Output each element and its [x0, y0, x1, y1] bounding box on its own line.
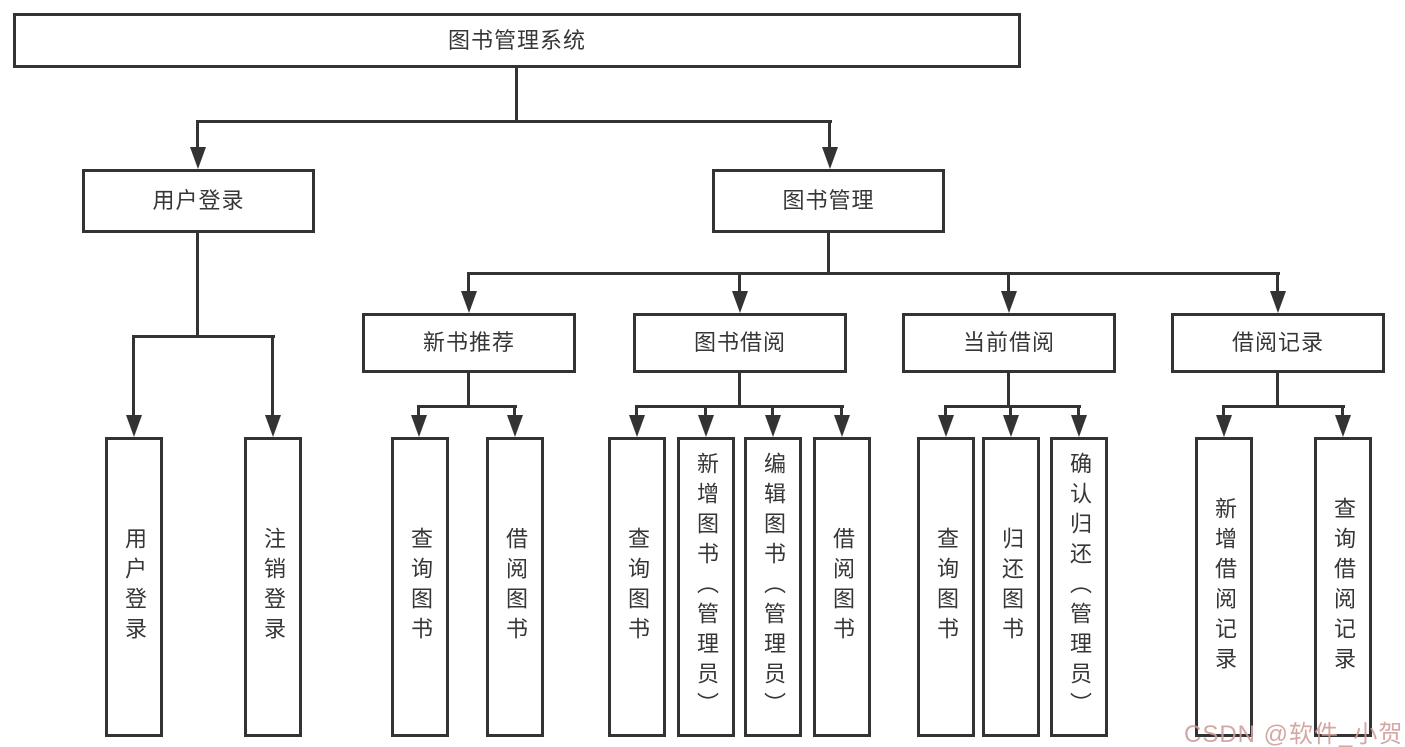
node-label: 借阅图书: [503, 527, 528, 647]
node-leaf-edit-books-admin: 编辑图书（管理员）: [744, 437, 802, 737]
arrowhead-icon: [1335, 415, 1351, 437]
connector-line: [515, 68, 518, 123]
connector-line: [1077, 405, 1080, 419]
node-label: 确认归还（管理员）: [1067, 452, 1092, 722]
node-leaf-logout: 注销登录: [244, 437, 302, 737]
node-label: 新书推荐: [422, 330, 515, 355]
arrowhead-icon: [1071, 415, 1087, 437]
connector-line: [1276, 373, 1279, 408]
arrowhead-icon: [1216, 415, 1232, 437]
node-label: 图书管理: [782, 188, 875, 213]
node-borrowing-records: 借阅记录: [1171, 313, 1385, 373]
node-label: 归还图书: [999, 527, 1024, 647]
arrowhead-icon: [834, 415, 850, 437]
node-label: 用户登录: [122, 527, 147, 647]
node-leaf-query-borrow-record: 查询借阅记录: [1314, 437, 1372, 737]
connector-line: [1276, 272, 1279, 295]
arrowhead-icon: [765, 415, 781, 437]
arrowhead-icon: [1001, 291, 1017, 313]
connector-line: [944, 405, 1081, 408]
connector-line: [635, 405, 638, 419]
connector-line: [196, 120, 832, 123]
arrowhead-icon: [698, 415, 714, 437]
arrowhead-icon: [507, 415, 523, 437]
connector-line: [1009, 405, 1012, 419]
connector-line: [467, 373, 470, 408]
node-label: 借阅记录: [1231, 330, 1324, 355]
node-book-management-branch: 图书管理: [712, 169, 945, 233]
connector-line: [132, 335, 275, 338]
connector-line: [196, 120, 199, 151]
connector-line: [1222, 405, 1225, 419]
connector-line: [417, 405, 420, 419]
node-new-book-recommend: 新书推荐: [362, 313, 576, 373]
connector-line: [132, 335, 135, 419]
arrowhead-icon: [822, 147, 838, 169]
node-label: 查询图书: [408, 527, 433, 647]
node-leaf-borrow-books-2: 借阅图书: [813, 437, 871, 737]
connector-line: [417, 405, 517, 408]
arrowhead-icon: [938, 415, 954, 437]
node-leaf-query-books-2: 查询图书: [608, 437, 666, 737]
node-book-borrowing: 图书借阅: [633, 313, 847, 373]
node-leaf-add-books-admin: 新增图书（管理员）: [677, 437, 735, 737]
arrowhead-icon: [1003, 415, 1019, 437]
arrowhead-icon: [629, 415, 645, 437]
node-leaf-add-borrow-record: 新增借阅记录: [1195, 437, 1253, 737]
node-label: 新增图书（管理员）: [694, 452, 719, 722]
arrowhead-icon: [1270, 291, 1286, 313]
connector-line: [467, 272, 1280, 275]
connector-line: [704, 405, 707, 419]
arrowhead-icon: [461, 291, 477, 313]
node-user-login-branch: 用户登录: [82, 169, 315, 233]
node-root: 图书管理系统: [13, 13, 1021, 68]
csdn-watermark: CSDN @软件_小贺同学: [1184, 721, 1405, 747]
node-label: 图书借阅: [693, 330, 786, 355]
node-leaf-query-books-1: 查询图书: [391, 437, 449, 737]
connector-line: [635, 405, 844, 408]
node-label: 查询图书: [625, 527, 650, 647]
node-leaf-query-books-3: 查询图书: [917, 437, 975, 737]
connector-line: [738, 272, 741, 295]
connector-line: [738, 373, 741, 408]
arrowhead-icon: [732, 291, 748, 313]
connector-line: [1007, 272, 1010, 295]
node-label: 查询图书: [934, 527, 959, 647]
connector-line: [196, 233, 199, 338]
connector-line: [1341, 405, 1344, 419]
arrowhead-icon: [190, 147, 206, 169]
node-label: 编辑图书（管理员）: [761, 452, 786, 722]
node-current-borrowing: 当前借阅: [902, 313, 1116, 373]
connector-line: [771, 405, 774, 419]
node-leaf-confirm-return-admin: 确认归还（管理员）: [1050, 437, 1108, 737]
arrowhead-icon: [411, 415, 427, 437]
node-label: 用户登录: [152, 188, 245, 213]
node-leaf-return-books: 归还图书: [982, 437, 1040, 737]
node-leaf-borrow-books-1: 借阅图书: [486, 437, 544, 737]
node-label: 图书管理系统: [447, 27, 586, 53]
connector-line: [1007, 373, 1010, 408]
node-label: 查询借阅记录: [1331, 497, 1356, 677]
arrowhead-icon: [126, 415, 142, 437]
arrowhead-icon: [265, 415, 281, 437]
connector-line: [827, 233, 830, 275]
connector-line: [828, 120, 831, 151]
node-label: 新增借阅记录: [1212, 497, 1237, 677]
node-leaf-user-login: 用户登录: [105, 437, 163, 737]
node-label: 当前借阅: [962, 330, 1055, 355]
node-label: 注销登录: [261, 527, 286, 647]
node-label: 借阅图书: [830, 527, 855, 647]
connector-line: [1222, 405, 1345, 408]
connector-line: [840, 405, 843, 419]
connector-line: [944, 405, 947, 419]
connector-line: [271, 335, 274, 419]
connector-line: [467, 272, 470, 295]
connector-line: [513, 405, 516, 419]
